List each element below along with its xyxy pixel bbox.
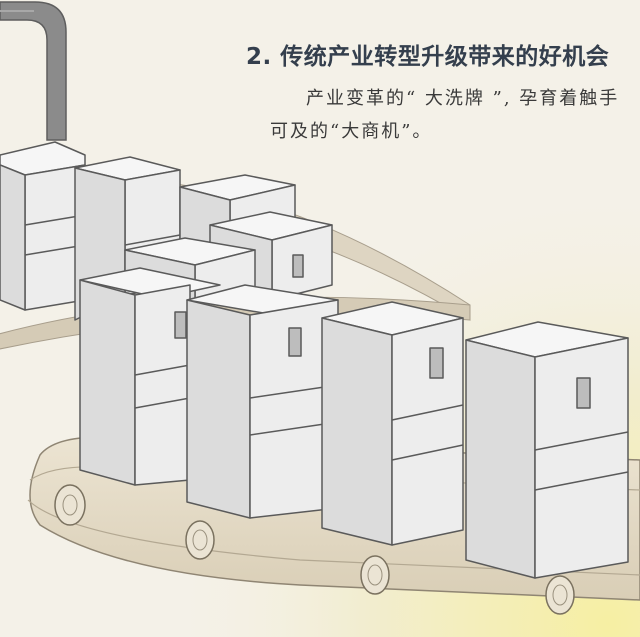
fridge-front-4 [465,321,629,579]
conveyor-rollers [54,484,575,615]
fridge-front-1 [79,267,221,486]
fridge-front-2 [186,284,339,519]
body-paragraph: 产业变革的“ 大洗牌 ”, 孕育着触手可及的“大商机”。 [270,88,620,142]
fridge-back-1 [0,141,86,311]
section-title: 2. 传统产业转型升级带来的好机会 [246,44,610,70]
fridge-front-3 [321,301,464,546]
overhead-pipe [0,1,67,141]
